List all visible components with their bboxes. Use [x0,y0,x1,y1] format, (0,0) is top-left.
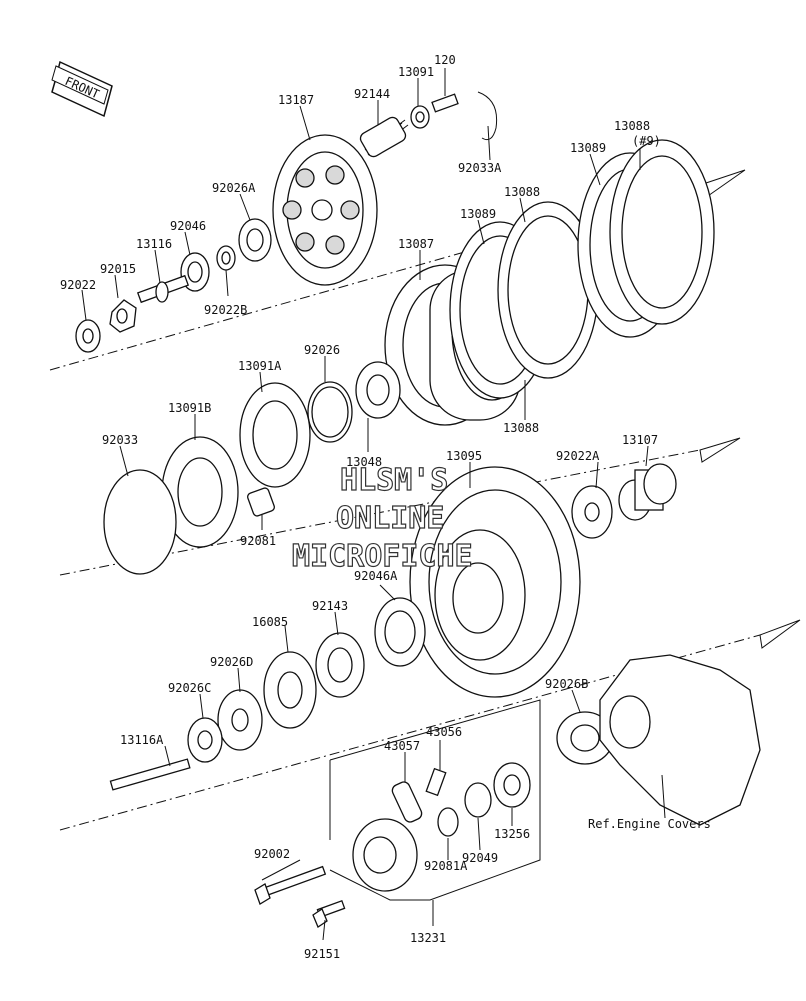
nut-92015 [109,299,137,333]
spring-92081A [437,807,459,837]
part-labels: 120 13091 92144 13187 92033A 13088 (#9) … [60,53,711,961]
label-43057: 43057 [384,739,420,753]
pushrod-13116 [136,274,190,304]
label-13048: 13048 [346,455,382,469]
engine-cover [599,654,761,826]
spring-92144 [359,116,409,158]
label-13107: 13107 [622,433,658,447]
label-92081A: 92081A [424,859,468,873]
gasket-92026B [556,711,614,765]
ref-engine-covers-note: Ref.Engine Covers [588,817,711,831]
front-arrow-icon: FRONT [51,60,113,118]
damper-plate-13091A [239,382,311,488]
ring-92026 [307,381,353,443]
label-92026D: 92026D [210,655,253,669]
label-13091B: 13091B [168,401,211,415]
watermark-line-3: MICROFICHE [292,539,473,574]
label-92046A: 92046A [354,569,398,583]
gear-16085 [263,651,317,729]
pressure-plate-13187 [272,134,378,286]
label-92049: 92049 [462,851,498,865]
sleeve-92143 [315,632,365,698]
washer-13091 [410,105,430,129]
label-92026C: 92026C [168,681,211,695]
label-92022B: 92022B [204,303,247,317]
washer-92022 [75,319,101,353]
label-92022A: 92022A [556,449,600,463]
label-92033: 92033 [102,433,138,447]
label-13088-9-qty: (#9) [632,134,661,148]
label-120: 120 [434,53,456,67]
label-13116: 13116 [136,237,172,251]
label-92026: 92026 [304,343,340,357]
label-13088-b: 13088 [504,185,540,199]
label-92026B: 92026B [545,677,588,691]
group-bracket-13231 [329,699,541,926]
sleeve-13048 [355,361,401,419]
release-lever-43057 [391,781,423,823]
label-43056: 43056 [426,725,462,739]
bolt-92151 [312,899,346,928]
circlip-92033A [477,91,498,141]
bearing-13256 [493,762,531,808]
slave-cylinder-13231 [352,818,418,892]
watermark: HLSM'S ONLINE MICROFICHE [291,462,473,574]
leader-lines [81,68,666,941]
label-13231: 13231 [410,931,446,945]
bolt-92002 [254,865,327,905]
steel-plate-13088-rear [609,139,715,325]
washer-92026D [217,689,263,751]
bearing-92046 [180,252,210,292]
label-13095: 13095 [446,449,482,463]
label-13091A: 13091A [238,359,282,373]
watermark-line-2: ONLINE [336,501,444,536]
washer-92022B [216,245,236,271]
washer-92026A [238,218,272,262]
clutch-housing-13095 [409,466,581,698]
label-92015: 92015 [100,262,136,276]
label-16085: 16085 [252,615,288,629]
label-92026A: 92026A [212,181,256,195]
label-13187: 13187 [278,93,314,107]
needle-bearing-92046A [374,597,426,667]
bolt-120 [431,93,459,113]
collar-13107 [618,463,677,521]
label-92143: 92143 [312,599,348,613]
label-13088-c: 13088 [503,421,539,435]
label-13089-a: 13089 [570,141,606,155]
label-92002: 92002 [254,847,290,861]
bleeder-43056 [425,767,447,797]
steel-plate-13088-mid [497,201,599,379]
label-92081: 92081 [240,534,276,548]
washer-92022A [571,485,613,539]
label-13256: 13256 [494,827,530,841]
ring-92049 [464,782,492,818]
label-13087: 13087 [398,237,434,251]
label-92144: 92144 [354,87,390,101]
label-92151: 92151 [304,947,340,961]
label-13116A: 13116A [120,733,164,747]
label-92022: 92022 [60,278,96,292]
label-13089-b: 13089 [460,207,496,221]
washer-92026C [187,717,223,763]
rod-13116A [109,758,191,791]
label-13091: 13091 [398,65,434,79]
damper-plate-13091B [161,436,239,548]
label-92033A: 92033A [458,161,502,175]
label-92046: 92046 [170,219,206,233]
watermark-line-1: HLSM'S [340,463,448,498]
spring-92081 [247,487,275,517]
ring-92033 [103,469,177,575]
label-13088-9: 13088 [614,119,650,133]
